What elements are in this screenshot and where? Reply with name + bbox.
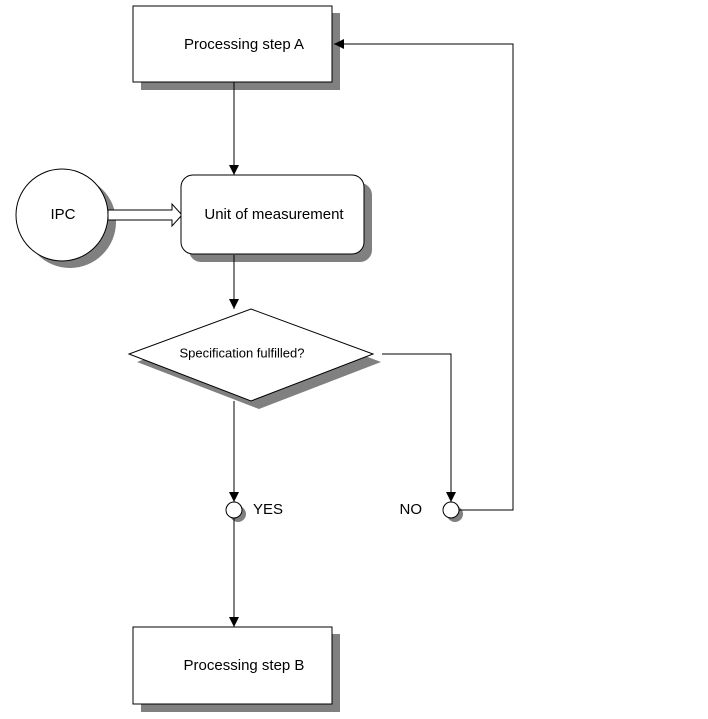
no-label: NO xyxy=(400,501,423,518)
arrow-ipc-to-measurement xyxy=(107,202,183,228)
shape-layer xyxy=(15,5,460,705)
ipc-label: IPC xyxy=(50,206,75,223)
label-layer: Processing step A IPC Unit of measuremen… xyxy=(50,36,422,674)
step-b-box xyxy=(132,626,333,705)
measurement-label: Unit of measurement xyxy=(204,206,344,223)
step-b-label: Processing step B xyxy=(184,657,305,674)
step-a-box xyxy=(132,5,333,83)
connector-layer xyxy=(107,39,514,627)
yes-label: YES xyxy=(253,501,283,518)
arrow-decision-to-no xyxy=(382,353,456,502)
decision-diamond xyxy=(127,308,375,402)
arrow-no-to-step-a xyxy=(334,39,514,511)
step-a-label: Processing step A xyxy=(184,36,304,53)
yes-connector xyxy=(225,501,243,519)
no-connector xyxy=(442,501,460,519)
measurement-box xyxy=(180,174,365,255)
ipc-circle xyxy=(15,168,109,262)
decision-label: Specification fulfilled? xyxy=(179,345,304,360)
